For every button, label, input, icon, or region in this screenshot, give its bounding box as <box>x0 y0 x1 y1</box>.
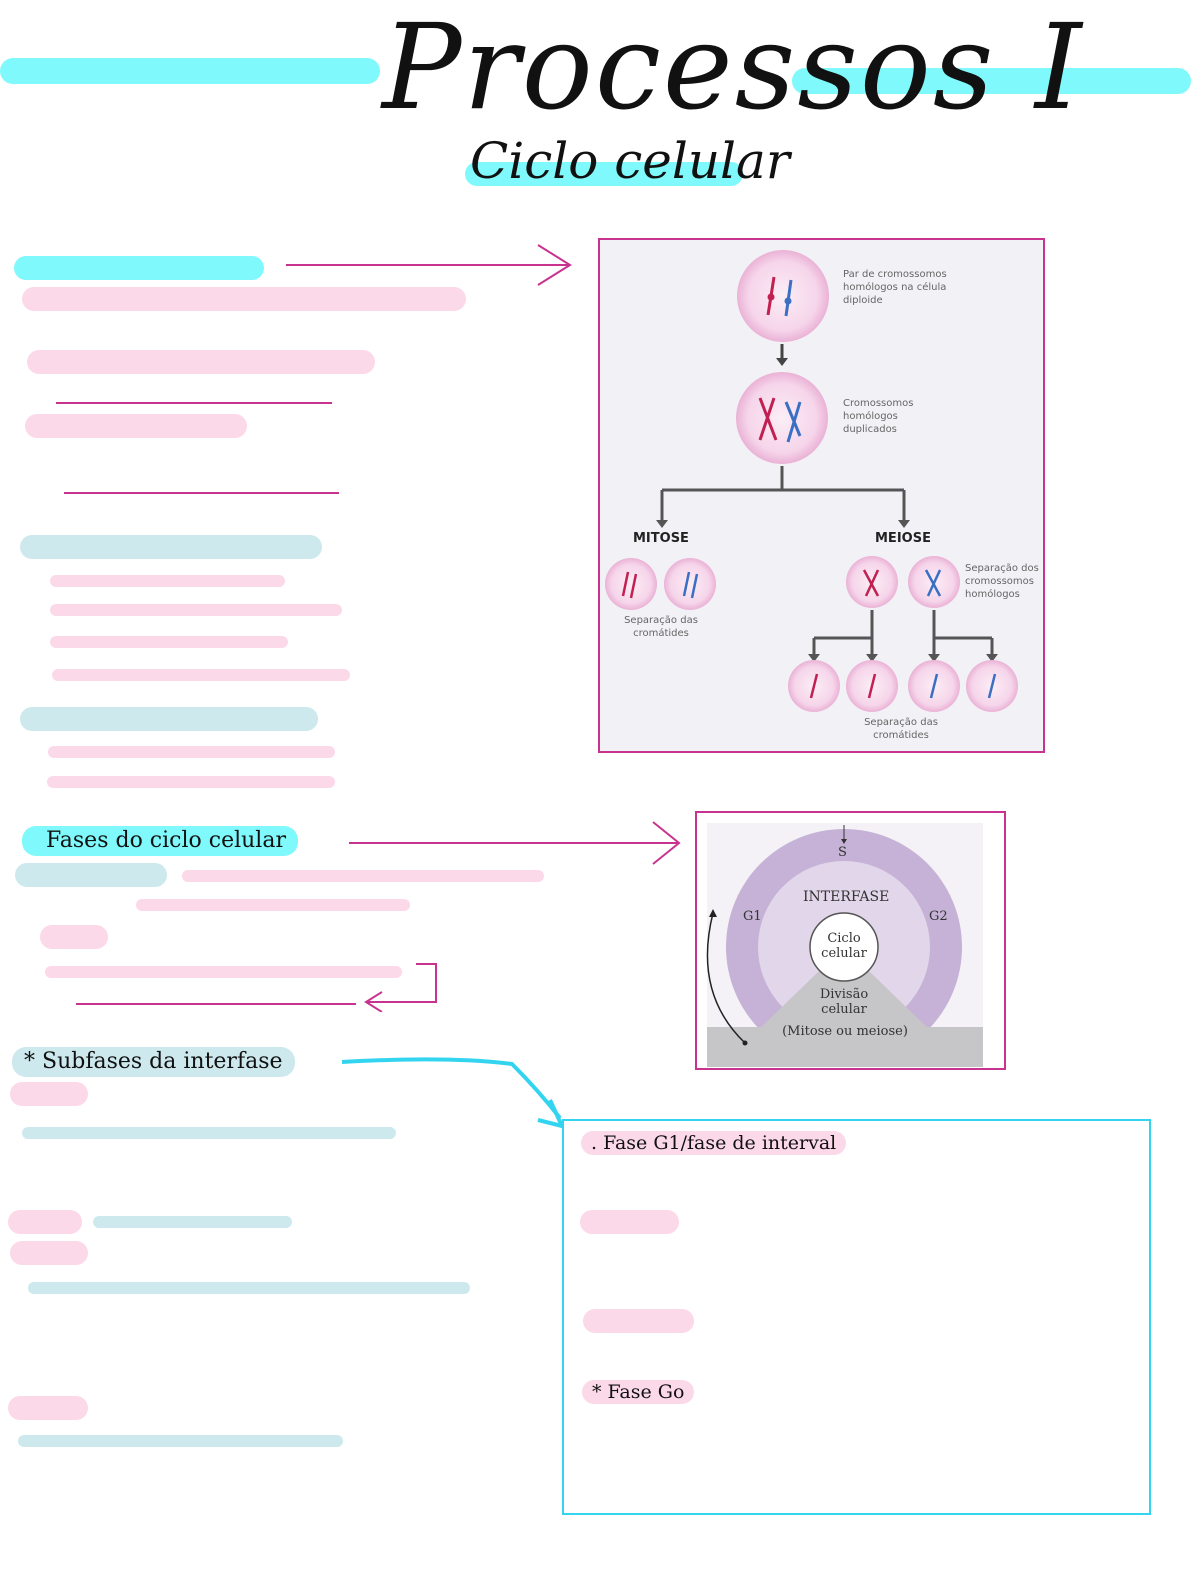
note-bar <box>93 1216 292 1228</box>
note-bar <box>50 604 342 616</box>
note-bar <box>20 707 318 731</box>
page-subtitle: Ciclo celular <box>470 132 790 190</box>
note-bar <box>136 899 410 911</box>
label-duplicated: Cromossomos homólogos duplicados <box>843 398 914 435</box>
note-bar <box>15 863 167 887</box>
note-bar <box>580 1210 679 1234</box>
note-bar <box>10 1241 88 1265</box>
note-bar <box>28 1282 470 1294</box>
label-s-phase: S <box>838 845 847 860</box>
note-heading-bar <box>14 256 264 280</box>
note-underline <box>64 492 339 494</box>
note-bar <box>47 776 335 788</box>
note-bar <box>22 287 466 311</box>
label-homologous-pair: Par de cromossomos homólogos na célula d… <box>843 269 947 306</box>
label-g1: G1 <box>743 909 762 924</box>
label-mitosis: MITOSE <box>633 531 689 546</box>
note-bar <box>50 636 288 648</box>
label-cell-division: Divisão celular <box>819 987 869 1017</box>
arrow-to-subphase-box <box>341 1057 566 1129</box>
note-bar <box>8 1210 82 1234</box>
note-bar <box>40 925 108 949</box>
arrow-to-cycle-diagram <box>349 821 681 865</box>
page-title: Processos I <box>382 0 1084 136</box>
label-division-note: (Mitose ou meiose) <box>782 1024 908 1039</box>
label-interphase: INTERFASE <box>803 889 890 905</box>
subphases-box: . Fase G1/fase de interval * Fase Go <box>562 1119 1151 1515</box>
note-underline <box>56 402 332 404</box>
label-chromatid-separation: Separação das cromátides <box>624 615 698 639</box>
label-homolog-separation: Separação dos cromossomos homólogos <box>965 563 1039 600</box>
note-bar <box>10 1082 88 1106</box>
note-bar <box>25 414 247 438</box>
cell-cycle-diagram <box>706 823 983 1067</box>
note-bar <box>52 669 350 681</box>
note-bar <box>18 1435 343 1447</box>
note-bar <box>8 1396 88 1420</box>
note-bar <box>27 350 375 374</box>
note-bar <box>45 966 402 978</box>
meiosis-diagram-frame: Par de cromossomos homólogos na célula d… <box>598 238 1045 753</box>
label-g2: G2 <box>929 909 948 924</box>
g1-heading: . Fase G1/fase de interval <box>581 1131 847 1155</box>
note-bar <box>50 575 285 587</box>
note-bar <box>182 870 544 882</box>
note-bar <box>48 746 335 758</box>
label-meiosis: MEIOSE <box>875 531 931 546</box>
subtitle-highlight <box>465 162 743 186</box>
note-underline <box>76 1003 356 1005</box>
note-bar <box>583 1309 694 1333</box>
header-highlight-left <box>0 58 380 84</box>
label-chromatid-separation-2: Separação das cromátides <box>864 717 938 741</box>
phases-heading: Fases do ciclo celular <box>22 826 298 856</box>
note-bar <box>22 1127 396 1139</box>
subphases-heading: * Subfases da interfase <box>12 1047 295 1077</box>
g0-heading: * Fase Go <box>582 1380 695 1404</box>
return-arrow <box>364 963 437 1012</box>
meiosis-diagram <box>605 250 1018 712</box>
note-bar <box>20 535 322 559</box>
label-cell-cycle: Ciclo celular <box>821 931 867 961</box>
cell-cycle-diagram-frame: S INTERFASE G1 G2 Ciclo celular Divisão … <box>695 811 1006 1070</box>
arrow-to-diagram1 <box>286 244 572 286</box>
header-highlight-right <box>792 68 1191 94</box>
